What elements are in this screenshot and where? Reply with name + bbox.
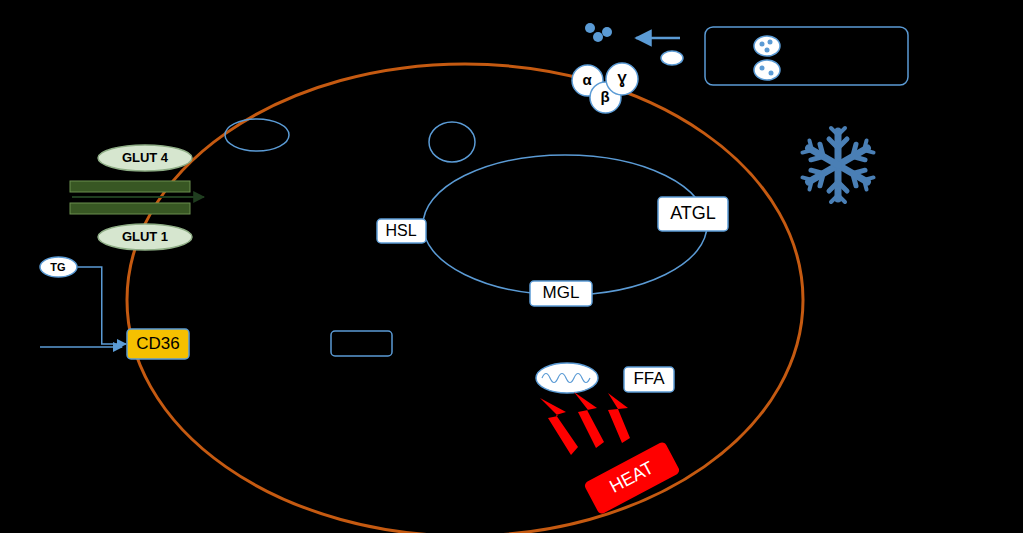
glut-channel — [70, 181, 190, 192]
transporter-ellipse: GLUT 4 — [97, 144, 193, 172]
vesicle-dot — [760, 66, 765, 71]
heat-box: HEAT — [583, 441, 681, 516]
vesicle-dot — [760, 42, 765, 47]
heat-bolt — [574, 392, 604, 448]
transporter-ellipse — [98, 224, 192, 250]
cold-snowflake — [801, 128, 874, 202]
signal-box — [705, 27, 908, 85]
lipid-ellipse — [40, 257, 77, 277]
node-label: CD36 — [136, 335, 179, 354]
node-label: GLUT 1 — [122, 230, 168, 244]
vesicle-dot — [768, 40, 773, 45]
heat-box — [584, 442, 679, 514]
enzyme-box: MGL — [529, 280, 593, 307]
glut-channel — [70, 203, 190, 214]
organelle-box — [331, 331, 392, 356]
enzyme-box: ATGL — [657, 196, 729, 232]
ligand-dot — [585, 23, 595, 33]
mitochondrion — [536, 363, 598, 393]
metabolite-box — [624, 367, 674, 392]
transporter-ellipse: GLUT 1 — [97, 223, 193, 251]
node-label: Ɣ — [617, 71, 627, 88]
ligand-dot — [593, 32, 603, 42]
node-label: GLUT 4 — [122, 151, 168, 165]
vesicle — [754, 36, 780, 56]
signal-arrow — [636, 37, 680, 40]
node-label: FFA — [633, 370, 664, 389]
enzyme-box — [530, 281, 592, 306]
cell-membrane — [127, 64, 803, 533]
subunit-circle: Ɣ — [605, 62, 639, 96]
receptor-box: CD36 — [126, 328, 190, 360]
enzyme-box — [377, 219, 426, 243]
vesicle-dot — [769, 71, 774, 76]
node-label: ATGL — [670, 204, 716, 224]
transporter-ellipse — [98, 145, 192, 171]
receptor-box — [127, 329, 189, 359]
heat-bolt — [540, 398, 578, 455]
enzyme-box: HSL — [376, 218, 427, 244]
node-label: MGL — [543, 284, 580, 303]
subunit-circle — [606, 63, 638, 95]
enzyme-box — [658, 197, 728, 231]
organelle — [429, 122, 475, 162]
ligand-dot — [602, 27, 612, 37]
glucose-flow-arrow — [72, 196, 204, 198]
inflow-arrow — [40, 346, 122, 348]
mitochondrion-cristae — [542, 374, 590, 383]
node-label: α — [582, 72, 591, 89]
organelle — [225, 119, 289, 151]
node-label: HSL — [385, 222, 416, 240]
vesicle-dot — [765, 48, 770, 53]
heat-bolt — [608, 393, 630, 443]
uptake-arrow — [78, 267, 127, 344]
node-label: β — [600, 89, 609, 106]
vesicle — [754, 60, 780, 80]
lipid-ellipse: TG — [39, 256, 78, 278]
node-label: TG — [50, 261, 65, 273]
vesicle — [661, 51, 683, 65]
metabolite-box: FFA — [623, 366, 675, 393]
